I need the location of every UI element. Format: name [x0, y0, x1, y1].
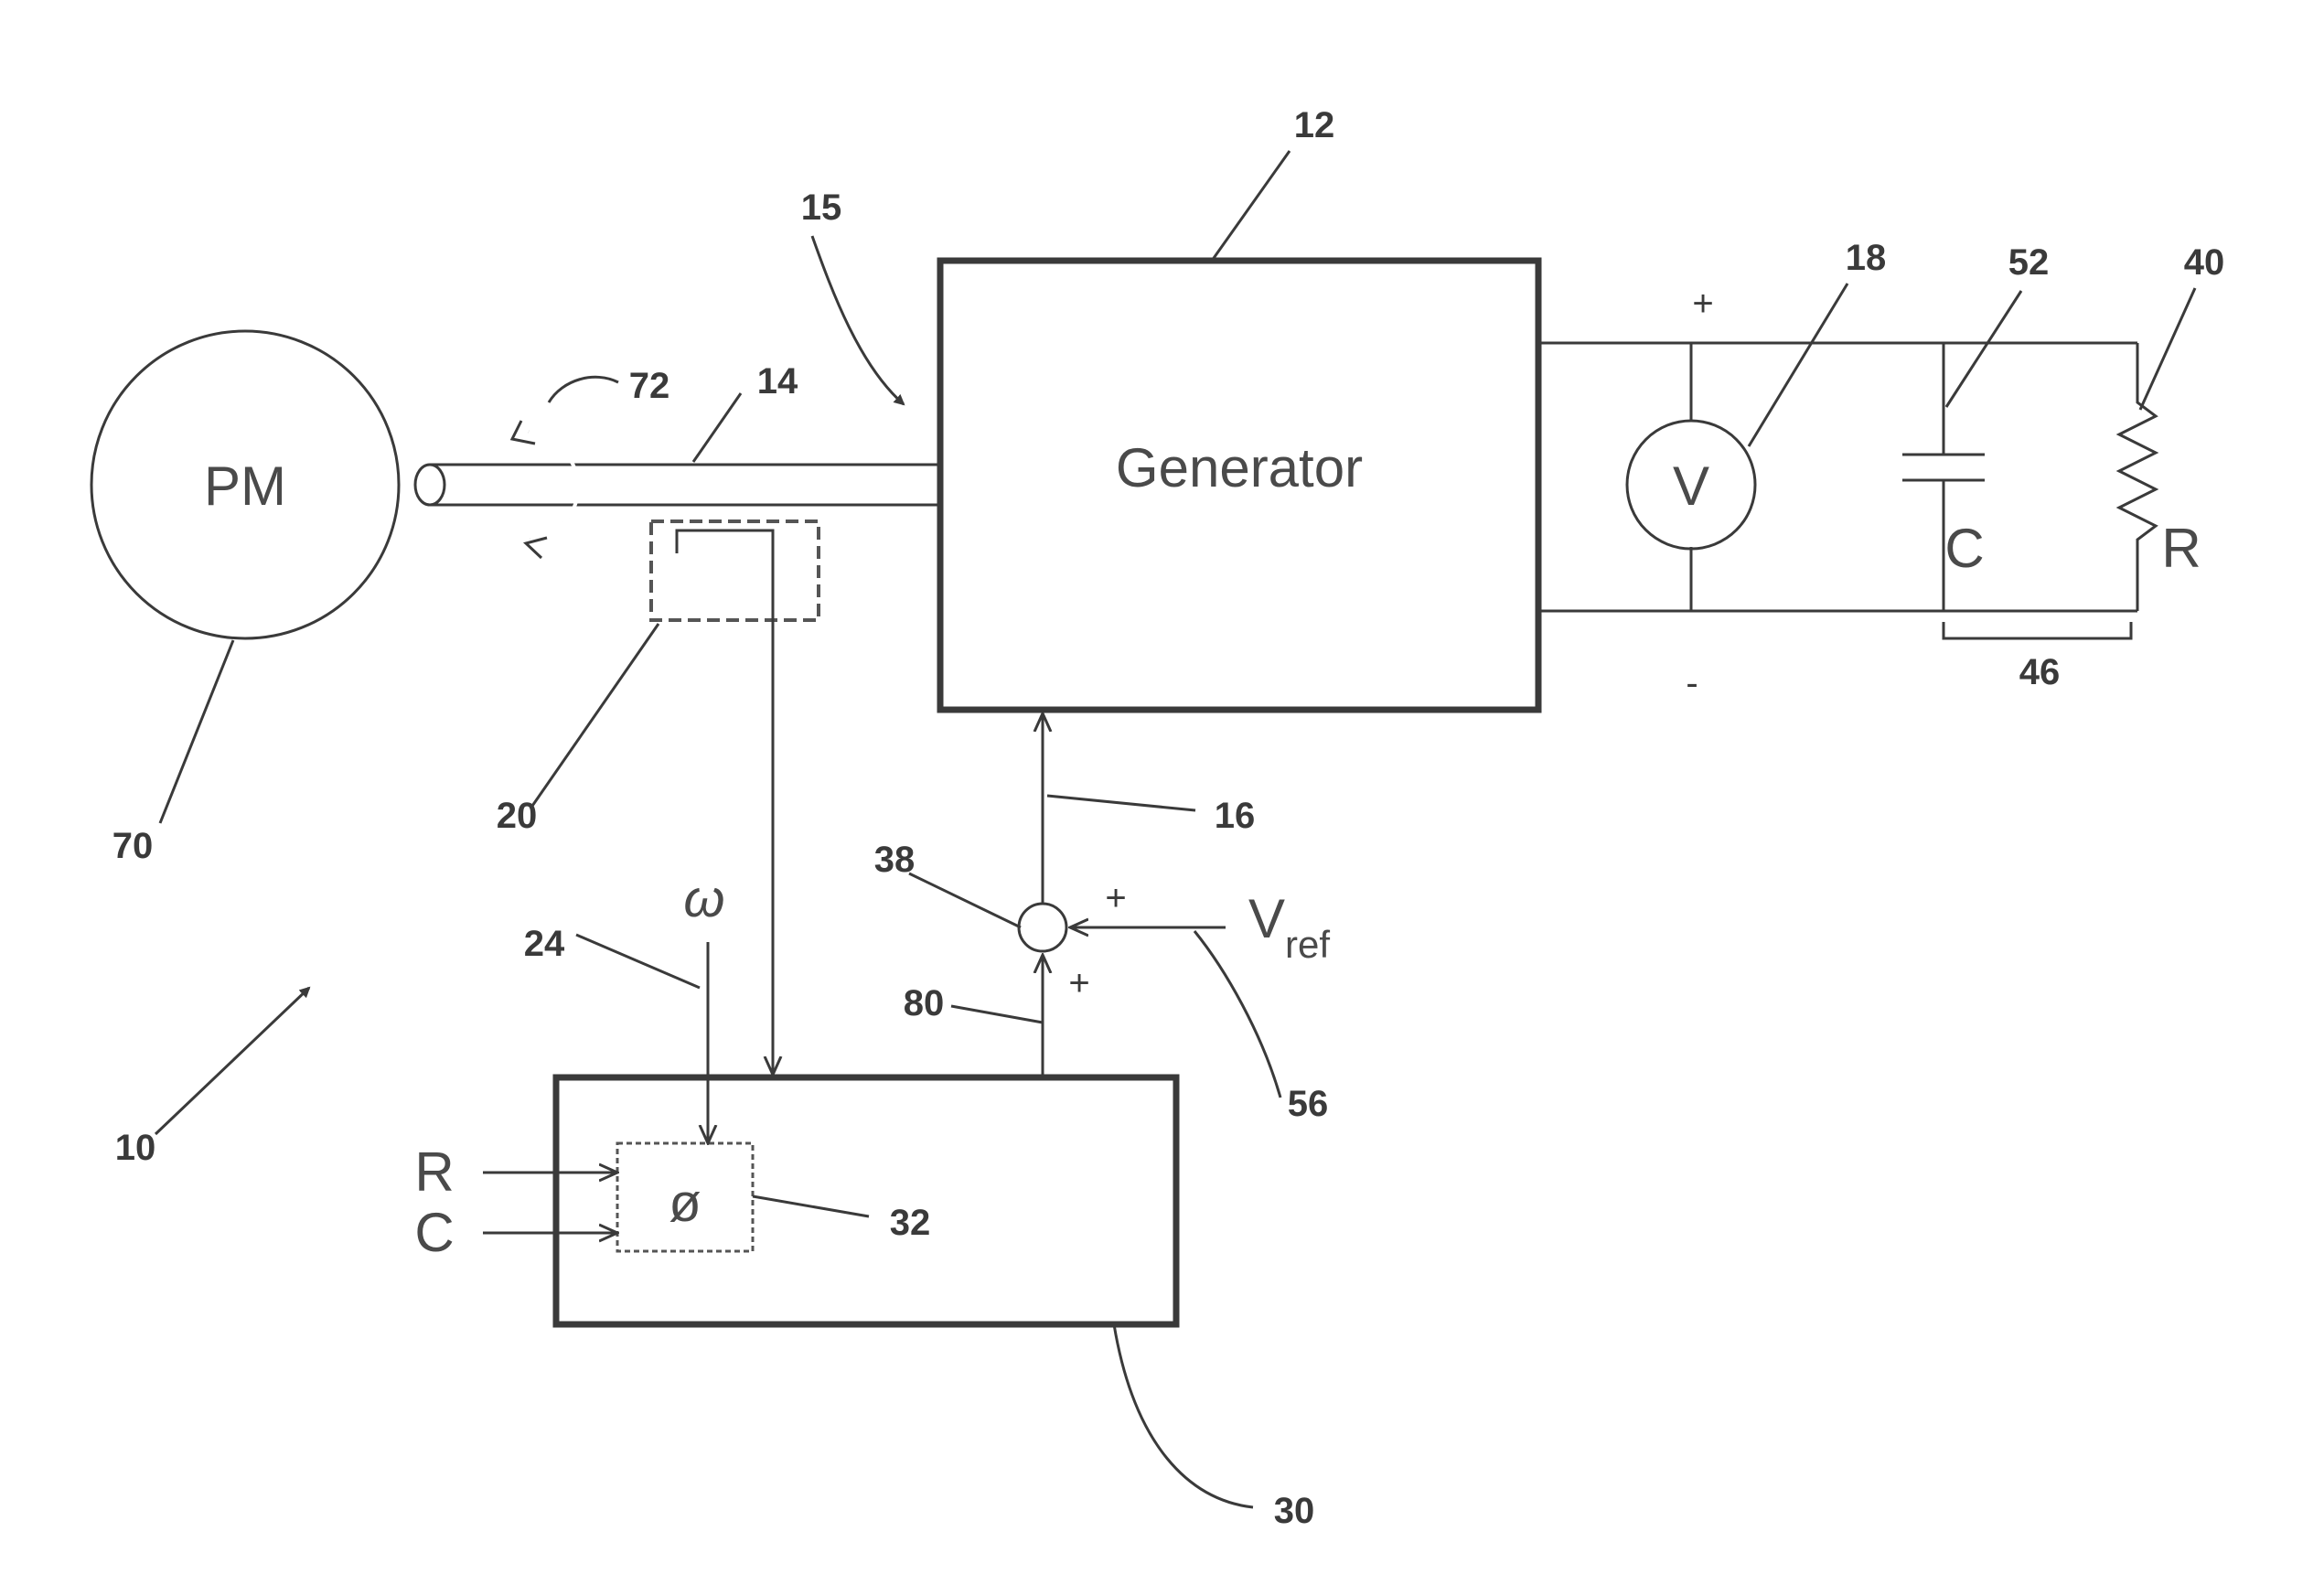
ref-24: 24: [524, 924, 565, 964]
vref-sub: ref: [1285, 923, 1330, 966]
ref-12: 12: [1294, 105, 1335, 145]
phi-symbol: ø: [669, 1173, 701, 1233]
sensor-box: [651, 521, 819, 1075]
ref-10: 10: [115, 1128, 156, 1168]
ref-32: 32: [890, 1203, 931, 1243]
shaft: [415, 465, 982, 505]
ref-52: 52: [2008, 242, 2050, 283]
ref-15: 15: [801, 187, 842, 228]
ref-38: 38: [874, 840, 916, 880]
minus-terminal: -: [1686, 663, 1697, 703]
capacitor-symbol: C: [1944, 518, 1984, 579]
control-loop: + + Vref: [1019, 713, 1330, 1077]
generator-label: Generator: [1116, 437, 1363, 498]
generator-block: Generator: [940, 261, 1538, 710]
ref-70: 70: [112, 826, 154, 866]
output-circuit: V C R + -: [1538, 284, 2201, 703]
prime-mover: PM: [91, 331, 399, 638]
voltmeter-symbol: V: [1673, 455, 1709, 517]
ref-16: 16: [1215, 796, 1256, 836]
input-r-label: R: [414, 1141, 454, 1203]
ref-80: 80: [904, 983, 945, 1023]
ref-20: 20: [497, 796, 538, 836]
plus-terminal: +: [1692, 284, 1713, 324]
sum-plus-bottom: +: [1068, 963, 1089, 1003]
resistor-symbol: R: [2161, 518, 2201, 579]
rotation-arrow: [512, 421, 578, 558]
ref-56: 56: [1288, 1084, 1329, 1124]
vref-label: Vref: [1248, 888, 1330, 966]
vref-main: V: [1248, 888, 1285, 949]
ref-18: 18: [1846, 238, 1887, 278]
ref-14: 14: [757, 361, 798, 402]
prime-mover-label: PM: [204, 455, 286, 517]
ref-72: 72: [629, 366, 670, 406]
sum-plus-right: +: [1105, 878, 1126, 918]
ref-46: 46: [2019, 652, 2061, 692]
input-c-label: C: [414, 1202, 454, 1263]
ref-40: 40: [2184, 242, 2225, 283]
omega-symbol: ω: [683, 869, 724, 928]
ref-30: 30: [1274, 1491, 1315, 1531]
